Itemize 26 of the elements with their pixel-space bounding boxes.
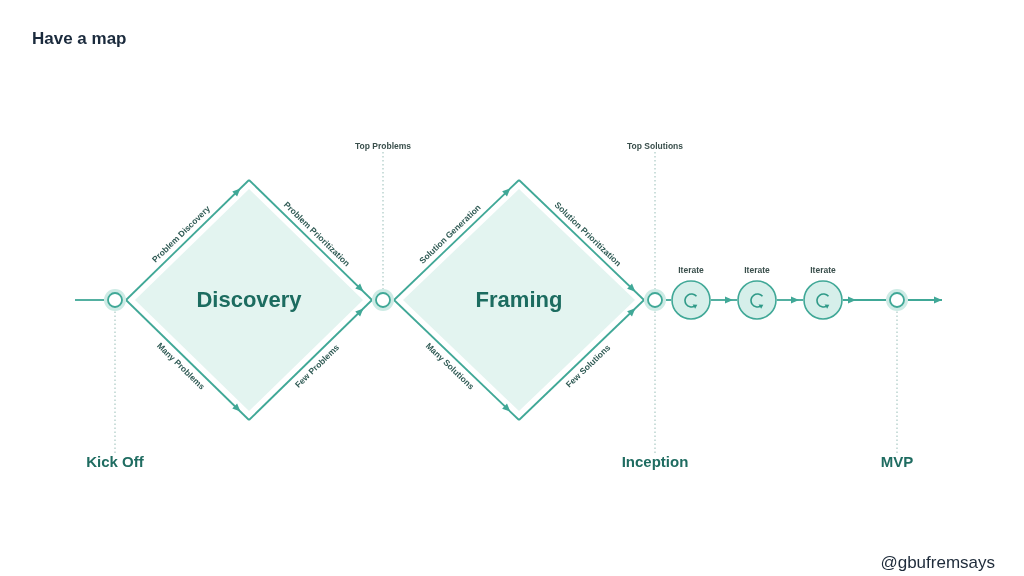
slide-title: Have a map [32,29,127,49]
arrow [248,179,373,301]
step-label: Iterate [678,265,704,276]
connector-line [665,299,672,301]
phase-title: Discovery [196,287,302,313]
milestone-label: Inception [621,453,689,471]
arrow [393,179,520,301]
arrow [393,299,520,421]
arrow [125,179,250,301]
arrow [518,299,645,421]
arrow [710,296,738,304]
arrow [907,296,943,304]
milestone-label: Top Problems [355,141,411,152]
arrow [248,299,373,421]
step-label: Iterate [744,265,770,276]
arrow [125,299,250,421]
connector-line [74,299,105,301]
step-label: Iterate [810,265,836,276]
milestone-label: Top Solutions [627,141,683,152]
milestone-label: MVP [880,453,914,471]
arrow [776,296,804,304]
author-handle: @gbufremsays [880,553,995,573]
arrow [518,179,645,301]
milestone-label: Kick Off [86,453,144,471]
arrow [842,296,887,304]
phase-title: Framing [475,287,563,313]
